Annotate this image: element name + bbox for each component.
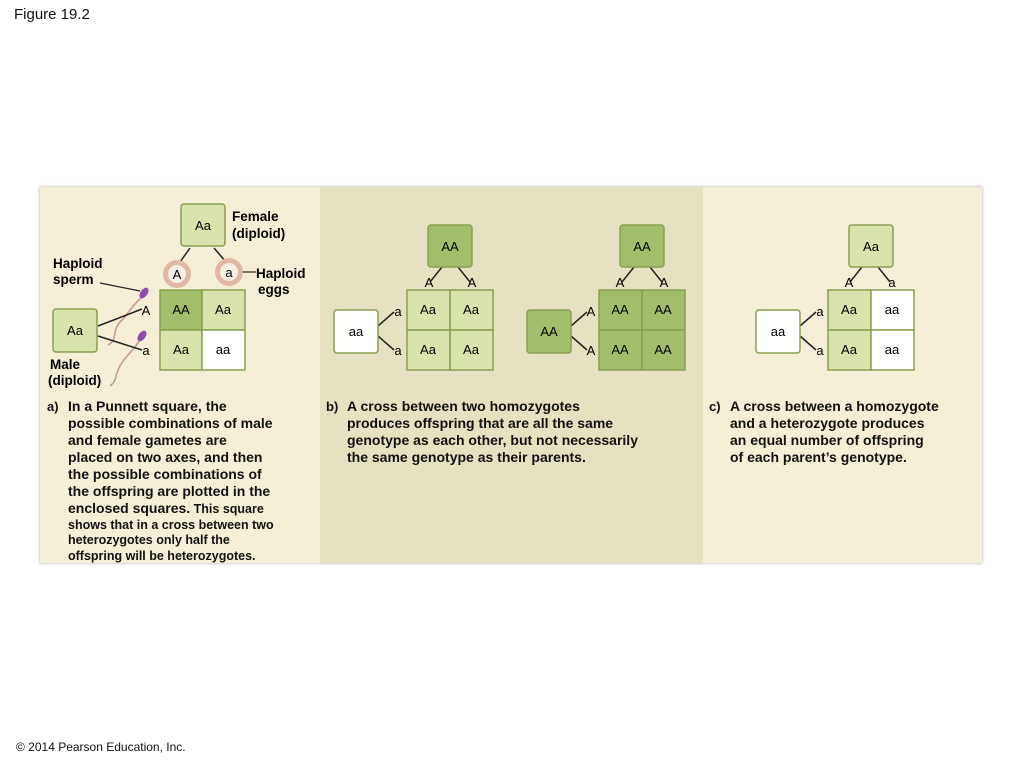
caption-line: genotype as each other, but not necessar… — [347, 432, 638, 448]
row-allele: A — [587, 343, 596, 358]
egg-a-allele: a — [225, 265, 233, 280]
sperm-A — [107, 287, 149, 346]
haploid-sperm-label-2: sperm — [53, 272, 94, 287]
punnett-cell — [449, 329, 494, 371]
row-allele: A — [587, 304, 596, 319]
cell-genotype: AA — [611, 302, 629, 317]
side-parent-genotype: aa — [771, 324, 786, 339]
panel-b-left-cross: AA A A aa a a Aa Aa Aa Aa — [333, 224, 494, 371]
caption-line: produces offspring that are all the same — [347, 415, 614, 431]
top-parent-box — [427, 224, 473, 268]
row-allele: a — [816, 304, 824, 319]
cell-genotype: AA — [654, 302, 672, 317]
cell-genotype: aa — [216, 342, 231, 357]
cell-genotype: Aa — [841, 302, 858, 317]
caption-line: the possible combinations of — [68, 466, 262, 482]
top-parent-box — [848, 224, 894, 268]
col-allele: A — [425, 275, 434, 290]
caption-line: possible combinations of male — [68, 415, 273, 431]
punnett-cell — [449, 289, 494, 331]
haploid-sperm-label: Haploid — [53, 256, 103, 271]
panel-b-right-cross: AA A A AA A A AA AA AA AA — [526, 224, 686, 371]
caption-line: of each parent’s genotype. — [730, 449, 907, 465]
row-allele: a — [816, 343, 824, 358]
cell-genotype: Aa — [420, 342, 437, 357]
punnett-cell — [641, 329, 686, 371]
egg-A-allele: A — [173, 267, 182, 282]
figure-title: Figure 19.2 — [14, 6, 90, 23]
copyright-notice: © 2014 Pearson Education, Inc. — [16, 740, 186, 754]
row-allele: a — [394, 343, 402, 358]
panel-c-background — [703, 187, 982, 563]
caption-line: A cross between a homozygote — [730, 398, 939, 414]
side-parent-box — [333, 309, 379, 354]
col-allele: A — [468, 275, 477, 290]
caption-line: and a heterozygote produces — [730, 415, 925, 431]
caption-line: shows that in a cross between two — [68, 517, 274, 532]
side-parent-box — [526, 309, 572, 354]
top-parent-genotype: AA — [441, 239, 459, 254]
cell-genotype: aa — [885, 342, 900, 357]
cell-genotype: Aa — [841, 342, 858, 357]
female-label: Female — [232, 209, 279, 224]
cell-genotype: aa — [885, 302, 900, 317]
punnett-cell — [641, 289, 686, 331]
row-allele-a: a — [142, 343, 150, 358]
caption-b-tag: b) — [326, 399, 339, 414]
punnett-cell — [870, 329, 915, 371]
caption-c-tag: c) — [709, 399, 721, 414]
caption-line: offspring will be heterozygotes. — [68, 548, 256, 563]
male-genotype: Aa — [67, 323, 84, 338]
caption-line: In a Punnett square, the — [68, 398, 227, 414]
top-parent-box — [619, 224, 665, 268]
col-allele: A — [660, 275, 669, 290]
male-label: Male — [50, 357, 81, 372]
caption-line: the offspring are plotted in the — [68, 483, 271, 499]
col-allele: A — [616, 275, 625, 290]
punnett-cell — [598, 289, 643, 331]
top-parent-genotype: AA — [633, 239, 651, 254]
cell-genotype: Aa — [173, 342, 190, 357]
haploid-eggs-label-2: eggs — [258, 282, 290, 297]
caption-line: enclosed squares. This square — [68, 500, 318, 518]
female-parent-box — [180, 203, 226, 247]
cell-genotype: AA — [611, 342, 629, 357]
punnett-cell — [159, 329, 203, 371]
side-parent-box — [755, 309, 801, 354]
caption-fragment: This square — [190, 502, 264, 516]
side-parent-genotype: AA — [540, 324, 558, 339]
caption-a-tag: a) — [47, 399, 59, 414]
cell-genotype: AA — [172, 302, 190, 317]
col-allele: a — [888, 275, 896, 290]
caption-line: and female gametes are — [68, 432, 227, 448]
cell-genotype: Aa — [463, 302, 480, 317]
sperm-a — [109, 330, 147, 387]
male-label-diploid: (diploid) — [48, 373, 101, 388]
cell-genotype: Aa — [420, 302, 437, 317]
female-label-diploid: (diploid) — [232, 226, 285, 241]
cell-genotype: Aa — [215, 302, 232, 317]
row-allele: a — [394, 304, 402, 319]
caption-line: heterozygotes only half the — [68, 533, 230, 547]
punnett-cell — [201, 329, 246, 371]
caption-line: placed on two axes, and then — [68, 449, 263, 465]
row-allele-A: A — [142, 303, 151, 318]
panel-a-background — [40, 187, 320, 563]
caption-line: an equal number of offspring — [730, 432, 924, 448]
cell-genotype: AA — [654, 342, 672, 357]
caption-line: A cross between two homozygotes — [347, 398, 580, 414]
top-parent-genotype: Aa — [863, 239, 880, 254]
cell-genotype: Aa — [463, 342, 480, 357]
side-parent-genotype: aa — [349, 324, 364, 339]
caption-line: the same genotype as their parents. — [347, 449, 586, 465]
col-allele: A — [845, 275, 854, 290]
caption-fragment: enclosed squares. — [68, 500, 191, 516]
panel-c-cross: Aa A a aa a a Aa aa Aa aa — [755, 224, 915, 371]
male-parent-box — [52, 308, 98, 353]
panel-a: Aa Female (diploid) A a Haploid eggs Hap… — [48, 203, 306, 388]
female-genotype: Aa — [195, 218, 212, 233]
haploid-eggs-label: Haploid — [256, 266, 306, 281]
